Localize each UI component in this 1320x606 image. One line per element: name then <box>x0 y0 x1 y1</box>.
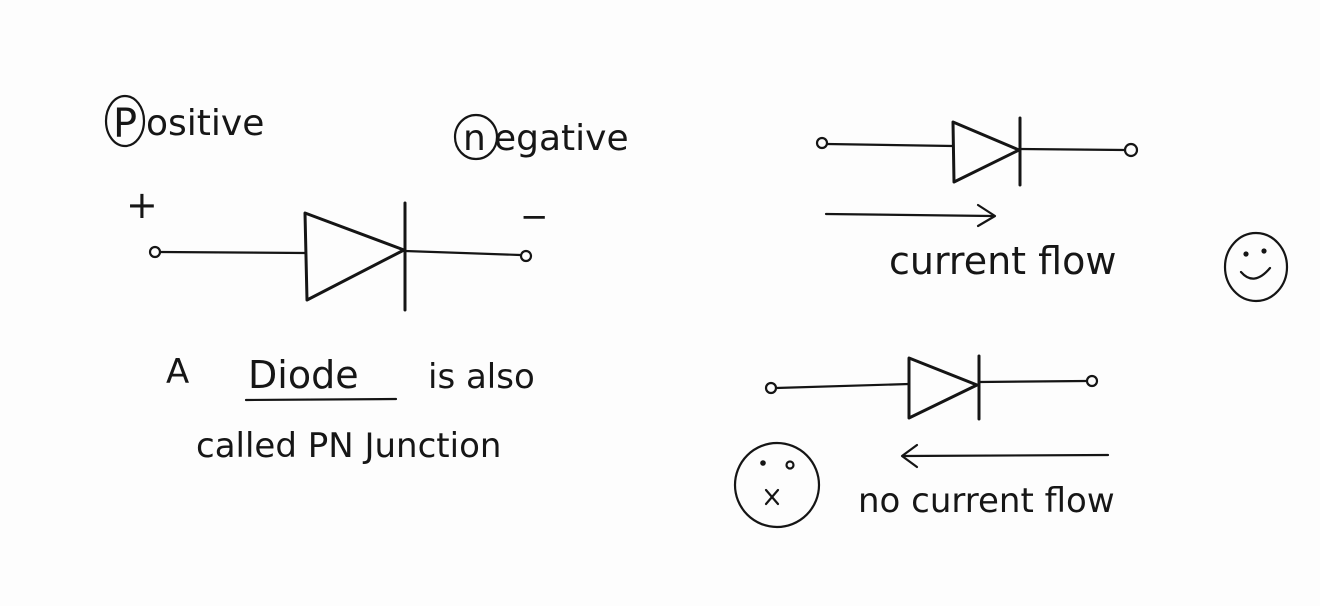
diode-symbol-large <box>148 201 533 312</box>
plus-sign: + <box>126 183 158 227</box>
negative-label: egative <box>494 118 629 159</box>
negative-initial: n <box>463 118 486 159</box>
sad-mouth-stroke-2 <box>764 488 780 506</box>
happy-right-eye <box>1261 248 1267 254</box>
forward-caption: current flow <box>889 239 1116 283</box>
note-prefix: A <box>166 352 189 392</box>
note-emphasis: Diode <box>248 353 359 397</box>
cathode-lead <box>403 249 522 257</box>
diode-symbol-forward <box>815 116 1139 187</box>
reverse-arrow-head <box>900 443 919 469</box>
forward-cathode-terminal <box>1123 142 1139 158</box>
negative-circle <box>453 113 499 161</box>
reverse-cathode-terminal <box>1085 374 1099 388</box>
happy-face-icon <box>1223 231 1289 303</box>
reverse-cathode-lead <box>977 379 1088 384</box>
positive-label: ositive <box>146 103 264 144</box>
cathode-terminal <box>519 249 533 263</box>
forward-arrow-shaft <box>824 212 994 218</box>
sad-left-eye <box>760 460 766 466</box>
diode-note: A Diode is also called PN Junction <box>166 352 535 466</box>
forward-anode-terminal <box>815 136 829 150</box>
reverse-diode-triangle <box>907 356 979 420</box>
sad-face-outline <box>733 441 821 529</box>
happy-face-outline <box>1223 231 1289 303</box>
forward-arrow-head <box>976 203 997 228</box>
reverse-current-arrow <box>900 443 1110 469</box>
forward-cathode-lead <box>1018 147 1127 152</box>
forward-anode-lead <box>825 142 955 148</box>
anode-lead <box>158 250 307 255</box>
note-underline <box>244 397 398 402</box>
anode-terminal <box>148 245 162 259</box>
reverse-caption: no current flow <box>858 481 1115 521</box>
reverse-anode-lead <box>774 382 911 390</box>
diode-symbol-reverse <box>764 354 1099 421</box>
forward-current-arrow <box>824 203 997 228</box>
reverse-anode-terminal <box>764 381 778 395</box>
positive-circle <box>104 94 146 148</box>
note-line2: called PN Junction <box>196 426 501 466</box>
positive-initial-badge: P <box>104 94 146 148</box>
sad-face-icon <box>733 441 821 529</box>
note-suffix: is also <box>428 357 535 397</box>
negative-initial-badge: n <box>453 113 499 161</box>
happy-smile <box>1239 266 1272 280</box>
forward-diode-triangle <box>951 120 1021 184</box>
minus-sign: − <box>520 197 549 237</box>
diode-triangle <box>303 211 406 302</box>
sad-right-eye <box>785 460 795 470</box>
reverse-arrow-shaft <box>901 453 1110 458</box>
positive-initial: P <box>113 101 137 147</box>
happy-left-eye <box>1243 251 1249 257</box>
